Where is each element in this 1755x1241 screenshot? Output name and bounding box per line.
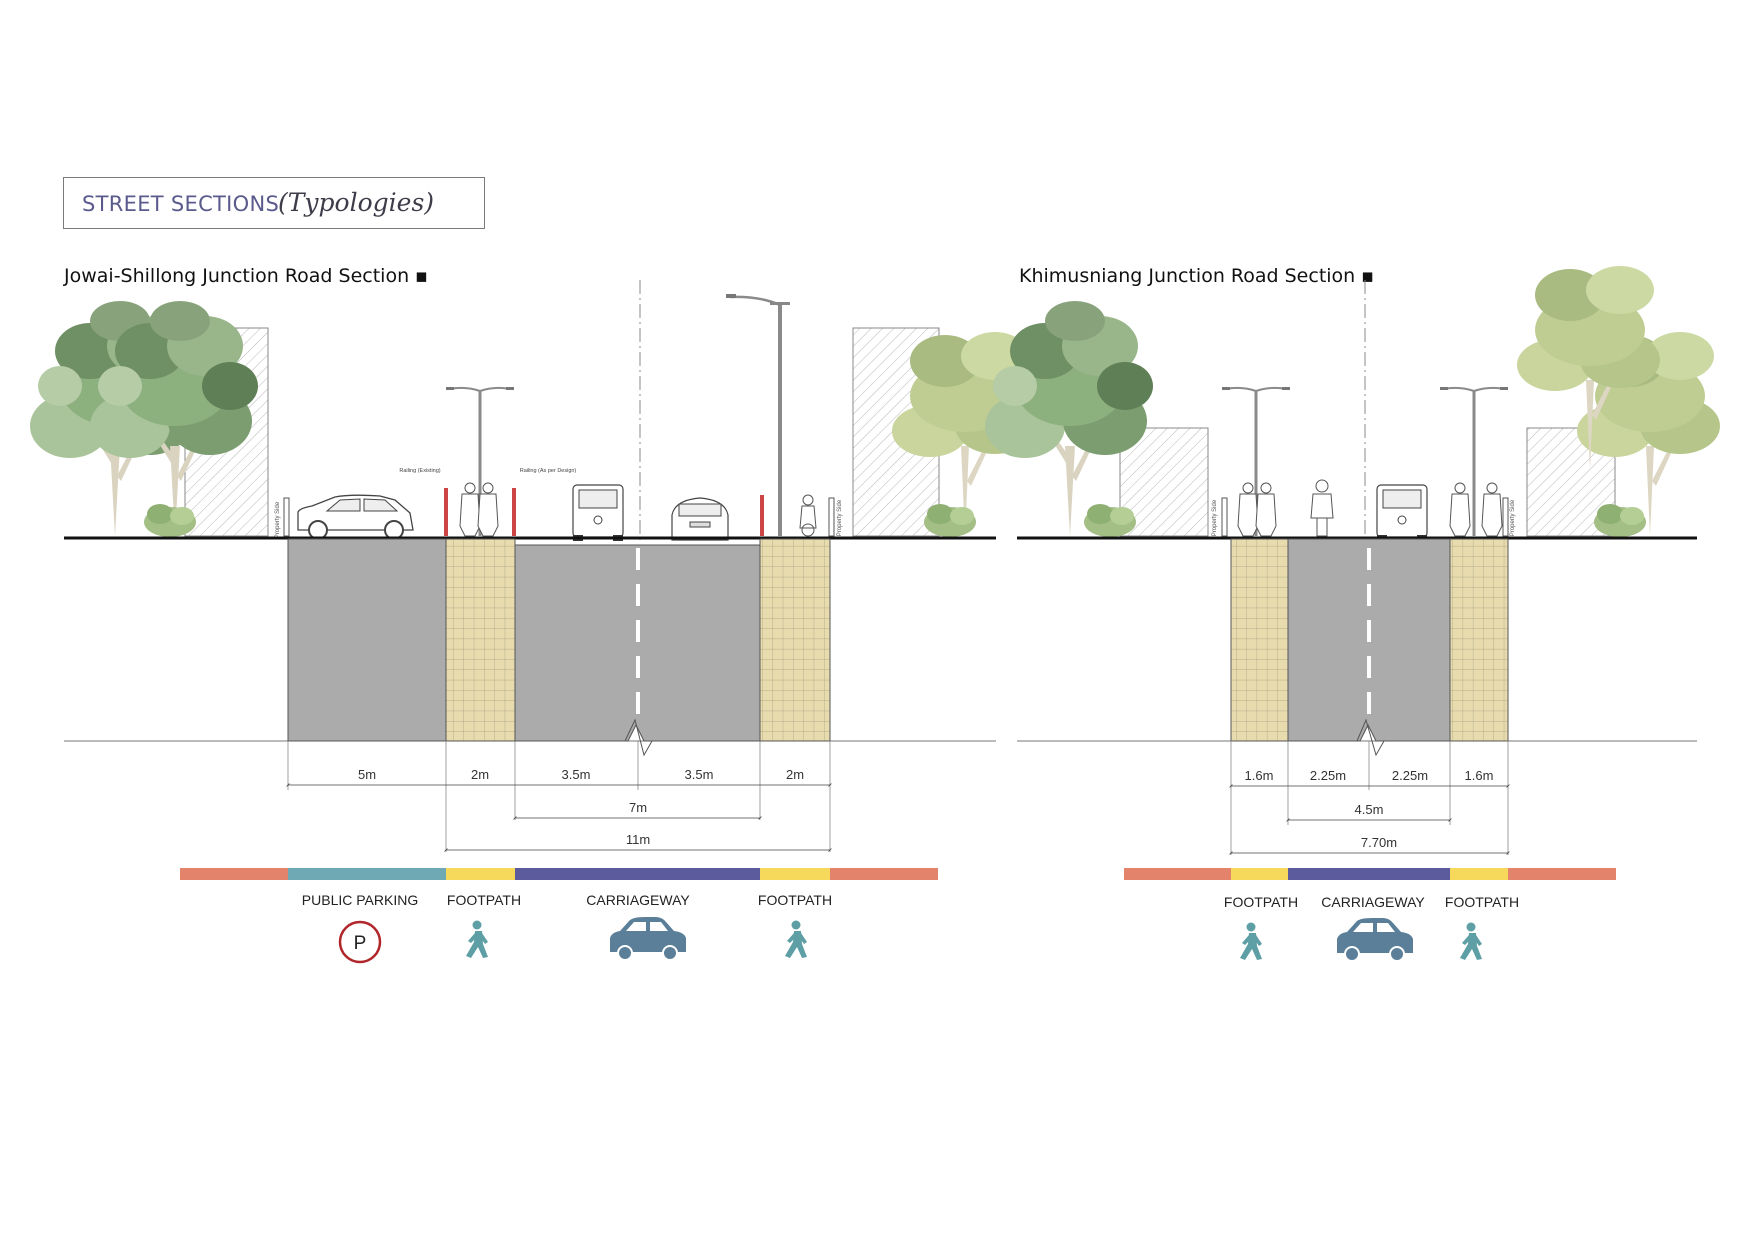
dim-carriageway: 4.5m [1355,802,1384,817]
tall-lamp-icon [726,294,790,536]
section-khimusniang: Property Side Property Side [985,266,1720,962]
car-icon [1337,918,1413,962]
property-side-label: Property Side [1212,499,1218,536]
shrub-icon [144,504,196,537]
pedestrian-icon [466,920,488,958]
parking-block [287,538,447,742]
pedestrian-figure [1255,482,1277,537]
section-title-khimusniang: Khimusniang Junction Road Section ▪ [1019,265,1375,287]
railing [512,488,516,536]
legend-bar-carriageway [1288,868,1450,880]
property-post [1502,497,1509,537]
dim-footpath-right: 2m [786,767,804,782]
legend-label-footpath: FOOTPATH [447,892,521,908]
wheelchair-user-figure [799,494,817,537]
section-title-jowai: Jowai-Shillong Junction Road Section ▪ [64,265,429,287]
pedestrian-icon [1240,922,1262,960]
dim-lane-right: 2.25m [1392,768,1428,783]
car-icon [610,917,686,961]
title-box: STREET SECTIONS (Typologies) [63,177,485,229]
shrub-icon [1594,504,1646,537]
sedan-icon [671,497,729,541]
section-jowai: Property Side Property Side Railing (Exi… [30,280,1035,964]
legend-bar-footpath [1231,868,1288,880]
legend-label-footpath: FOOTPATH [1445,894,1519,910]
page-subtitle: (Typologies) [278,188,435,217]
dim-overall: 11m [626,832,650,847]
railing [760,495,764,536]
property-side-label: Property Side [1510,499,1516,536]
railing-existing-label: Railing (Existing) [399,468,440,474]
property-post [283,497,290,537]
parked-car-icon [297,494,414,540]
footpath-left-block [445,538,516,742]
suv-icon [1376,484,1428,542]
pedestrian-icon [1460,922,1482,960]
legend-bar-edge [180,868,288,880]
legend-label-footpath: FOOTPATH [1224,894,1298,910]
pedestrian-icon [785,920,807,958]
dim-parking: 5m [358,767,376,782]
shrub-icon [1084,504,1136,537]
pedestrian-figure [459,482,481,537]
pedestrian-figure [1481,482,1503,537]
pedestrian-figure [1449,482,1471,537]
legend-bar-footpath [760,868,830,880]
legend-bar-edge [1124,868,1231,880]
legend-bar-parking [288,868,446,880]
footpath-right-block [759,538,831,742]
cyclist-figure [1310,479,1334,537]
shrub-icon [924,504,976,537]
legend-bar-footpath [446,868,515,880]
legend-label-carriageway: CARRIAGEWAY [1321,894,1425,910]
footpath-left-block [1230,538,1289,742]
svg-text:P: P [354,933,367,954]
footpath-right-block [1449,538,1509,742]
dim-footpath-left: 1.6m [1245,768,1274,783]
legend-bar-footpath [1450,868,1508,880]
property-post [1221,497,1228,537]
property-side-label: Property Side [275,501,281,538]
parking-icon: P [338,920,382,964]
legend-label-carriageway: CARRIAGEWAY [586,892,690,908]
dim-carriageway: 7m [629,800,647,815]
suv-icon [572,484,624,542]
dim-lane-left: 2.25m [1310,768,1346,783]
legend-bar-edge [1508,868,1616,880]
dim-overall: 7.70m [1361,835,1397,850]
legend-label-parking: PUBLIC PARKING [302,892,418,908]
railing-design-label: Railing (As per Design) [520,468,577,474]
legend-label-footpath: FOOTPATH [758,892,832,908]
page-title: STREET SECTIONS [82,192,280,216]
railing [444,488,448,536]
legend-bar-edge [830,868,938,880]
property-post [828,497,835,537]
dim-lane-left: 3.5m [562,767,591,782]
property-side-label: Property Side [837,499,843,536]
dim-footpath-left: 2m [471,767,489,782]
dim-footpath-right: 1.6m [1465,768,1494,783]
dim-lane-right: 3.5m [685,767,714,782]
legend-bar-carriageway [515,868,760,880]
